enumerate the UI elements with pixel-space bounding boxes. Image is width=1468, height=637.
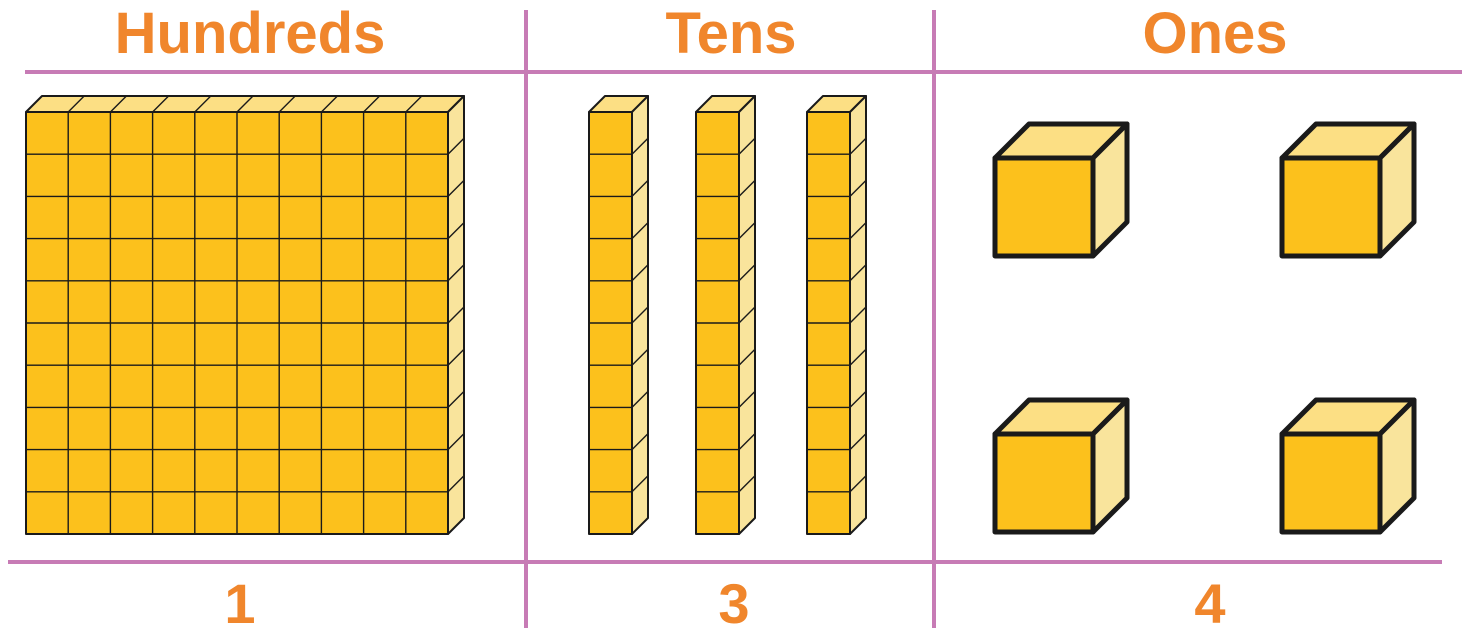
ten-rod [588,95,649,535]
hundreds-flat [25,95,465,535]
unit-cube [992,121,1130,259]
ones-heading: Ones [1142,1,1288,66]
ones-count: 4 [1194,572,1226,635]
ones-blocks [992,121,1417,535]
hundreds-blocks [25,95,465,535]
ten-rod [806,95,867,535]
ten-rod [695,95,756,535]
unit-cube [992,397,1130,535]
unit-cube [1279,397,1417,535]
hundreds-heading: Hundreds [114,1,386,66]
tens-blocks [588,95,867,535]
chart-dividers [8,10,1462,628]
tens-heading: Tens [665,1,797,66]
hundreds-count: 1 [224,572,256,635]
tens-count: 3 [718,572,750,635]
unit-cube [1279,121,1417,259]
